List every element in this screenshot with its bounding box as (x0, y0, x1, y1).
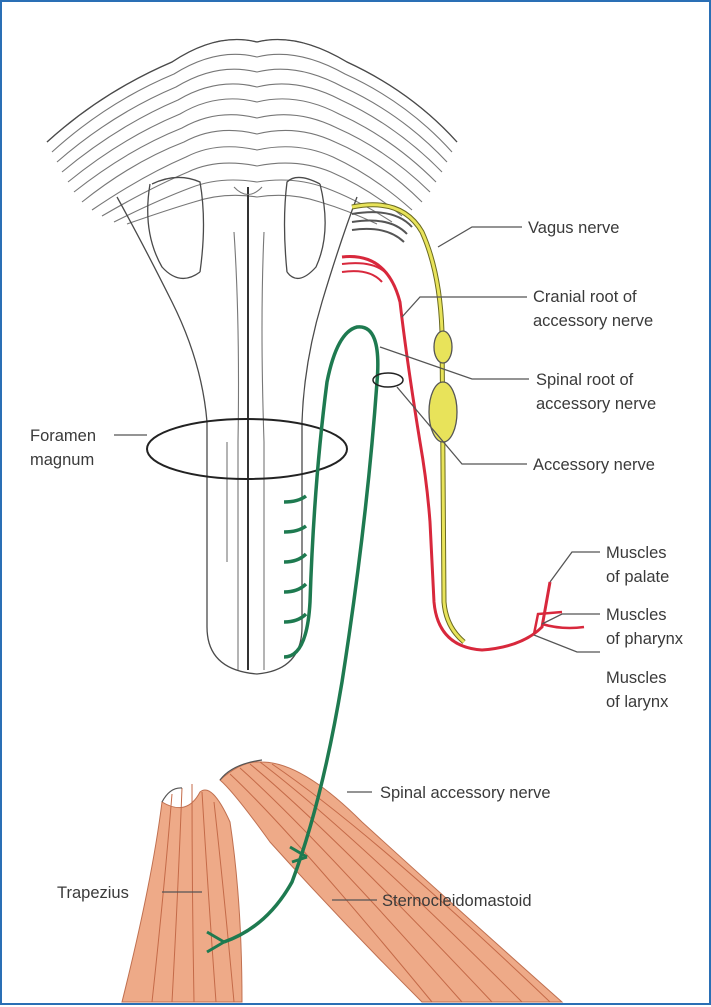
vagus-nerve (352, 205, 464, 642)
label-accessory-nerve: Accessory nerve (533, 456, 655, 474)
label-pharynx-line1: Muscles (606, 606, 667, 624)
label-foramen-line2: magnum (30, 451, 94, 469)
label-trapezius: Trapezius (57, 884, 129, 902)
label-cranial-root-line1: Cranial root of (533, 288, 637, 306)
label-larynx-line1: Muscles (606, 669, 667, 687)
label-vagus-nerve: Vagus nerve (528, 219, 619, 237)
label-palate-line2: of palate (606, 568, 669, 586)
label-foramen-line1: Foramen (30, 427, 96, 445)
trapezius-muscle (122, 784, 242, 1002)
label-palate-line1: Muscles (606, 544, 667, 562)
label-cranial-root-line2: accessory nerve (533, 312, 653, 330)
labels: Vagus nerve Cranial root of accessory ne… (30, 219, 684, 910)
superior-ganglion (434, 331, 452, 363)
label-larynx-line2: of larynx (606, 693, 669, 711)
cerebellum (47, 40, 457, 225)
label-pharynx-line2: of pharynx (606, 630, 684, 648)
label-spinal-accessory-nerve: Spinal accessory nerve (380, 784, 551, 802)
inferior-ganglion (429, 382, 457, 442)
label-spinal-root-line2: accessory nerve (536, 395, 656, 413)
label-spinal-root-line1: Spinal root of (536, 371, 634, 389)
label-sternocleidomastoid: Sternocleidomastoid (382, 892, 532, 910)
